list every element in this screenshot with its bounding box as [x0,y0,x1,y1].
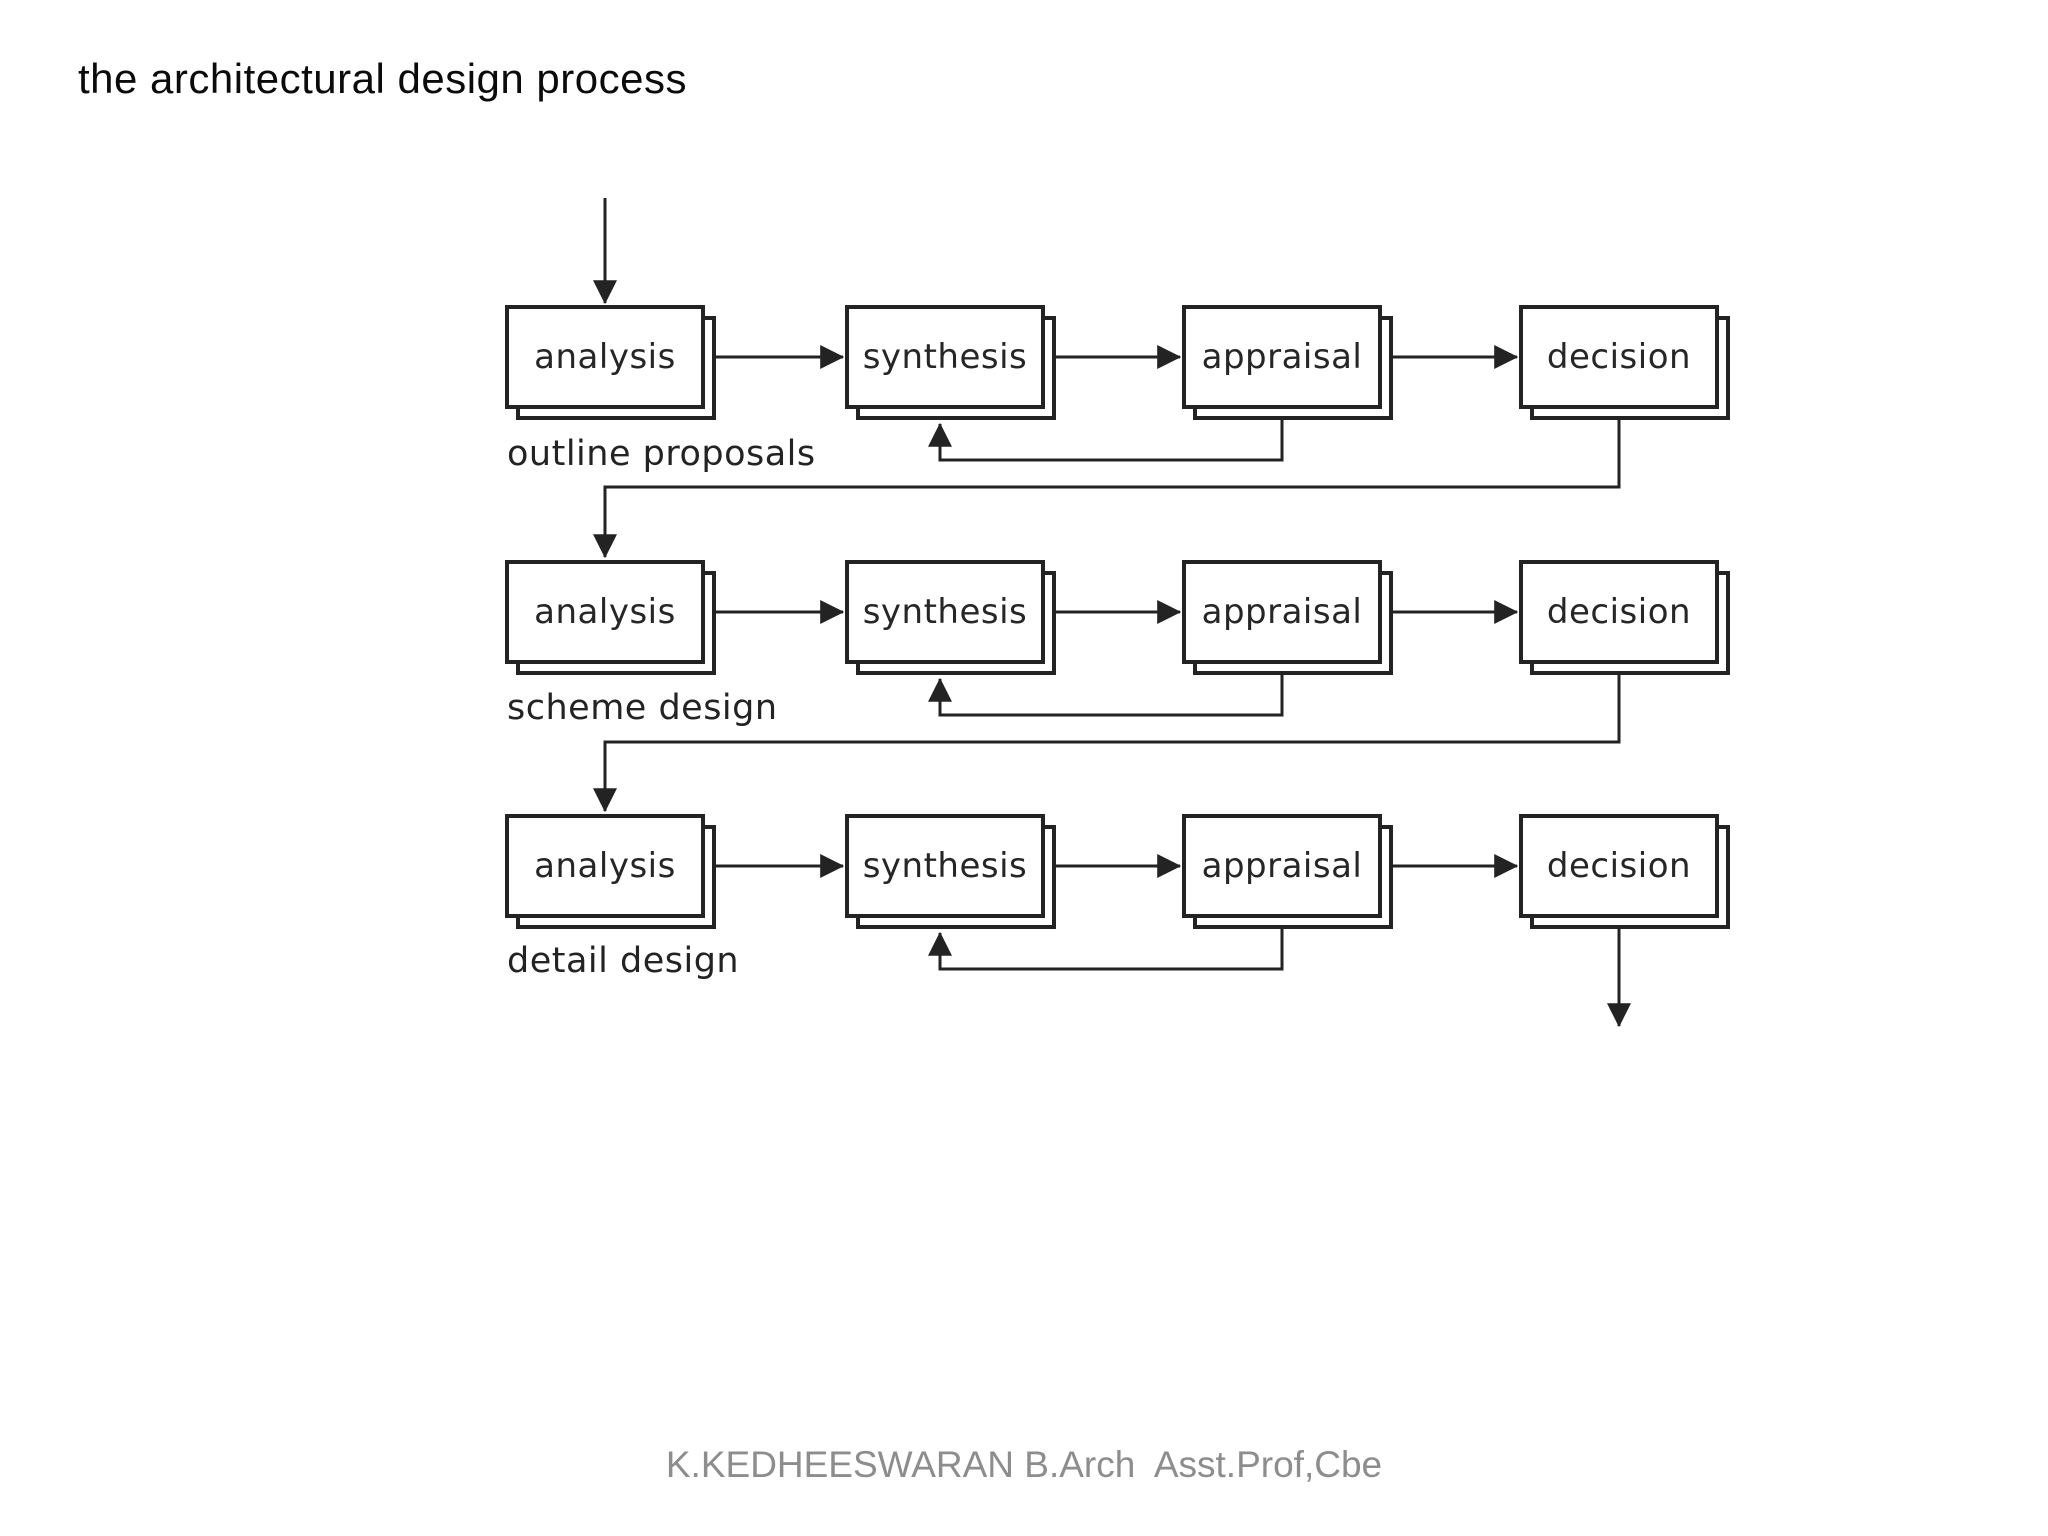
stage-box-row1-appraisal: appraisal [1182,305,1382,409]
stage-label: synthesis [862,846,1028,886]
stage-label: decision [1546,846,1692,886]
stage-label: appraisal [1201,337,1363,377]
row-label-outline-proposals: outline proposals [507,434,816,474]
stage-box-row3-synthesis: synthesis [845,814,1045,918]
stage-label: synthesis [862,592,1028,632]
feedback-arrow-row2 [928,673,1284,717]
stage-box-row2-synthesis: synthesis [845,560,1045,664]
stage-box-row3-appraisal: appraisal [1182,814,1382,918]
stage-label: decision [1546,592,1692,632]
footer-credit: K.KEDHEESWARAN B.Arch Asst.Prof,Cbe [665,1444,1383,1485]
stage-label: analysis [534,337,676,377]
stage-box-row1-analysis: analysis [505,305,705,409]
stage-label: decision [1546,337,1692,377]
row-label-detail-design: detail design [507,941,740,981]
stage-box-row1-decision: decision [1519,305,1719,409]
stage-box-row3-decision: decision [1519,814,1719,918]
stage-label: appraisal [1201,846,1363,886]
stage-box-row2-analysis: analysis [505,560,705,664]
stage-label: synthesis [862,337,1028,377]
stage-box-row2-decision: decision [1519,560,1719,664]
stage-box-row2-appraisal: appraisal [1182,560,1382,664]
stage-label: appraisal [1201,592,1363,632]
page-title: the architectural design process [78,55,687,102]
feedback-arrow-row1 [928,418,1284,462]
row-label-scheme-design: scheme design [507,688,778,728]
stage-label: analysis [534,846,676,886]
feedback-arrow-row3 [928,927,1284,971]
stage-box-row3-analysis: analysis [505,814,705,918]
stage-label: analysis [534,592,676,632]
stage-box-row1-synthesis: synthesis [845,305,1045,409]
